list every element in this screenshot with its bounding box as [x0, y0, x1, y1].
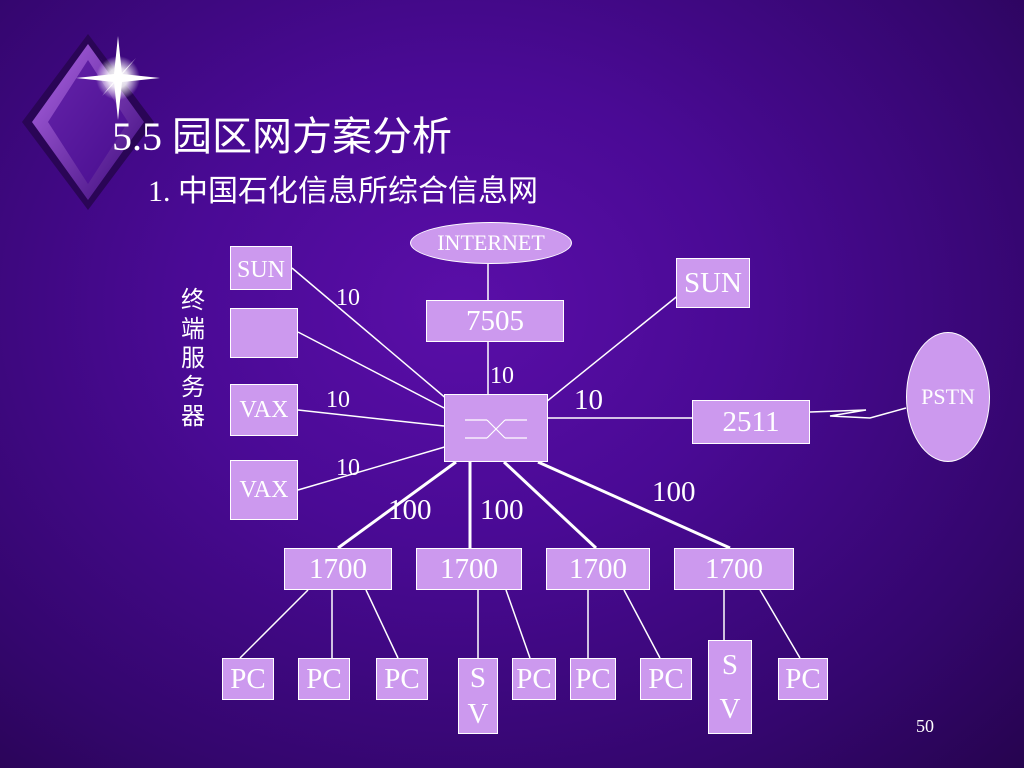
link-speed-label: 10 — [326, 387, 350, 413]
terminal-server-box — [230, 308, 298, 358]
link-speed-label: 10 — [574, 384, 603, 416]
link-speed-label: 10 — [490, 363, 514, 389]
link-speed-label: 10 — [336, 285, 360, 311]
terminal-server-label: 终 端 服 务 器 — [178, 286, 208, 431]
internet-cloud: INTERNET — [410, 222, 572, 264]
pc: PC — [222, 658, 274, 700]
pstn-cloud: PSTN — [906, 332, 990, 462]
link-speed-label: 100 — [652, 476, 696, 508]
page-number: 50 — [916, 716, 934, 736]
terminal-server-label-char: 服 — [181, 344, 205, 372]
router-1700: 1700 — [674, 548, 794, 590]
pc: PC — [298, 658, 350, 700]
sv-server: S V — [708, 640, 752, 734]
switch-icon — [465, 419, 527, 439]
terminal-server-label-char: 器 — [181, 402, 205, 430]
sun-server-right: SUN — [676, 258, 750, 308]
sun-server-left: SUN — [230, 246, 292, 290]
diamond-star-logo — [22, 34, 160, 210]
pc: PC — [570, 658, 616, 700]
vax-server-1: VAX — [230, 384, 298, 436]
sv-server-label-char: S — [469, 662, 487, 694]
router-1700: 1700 — [546, 548, 650, 590]
pc: PC — [640, 658, 692, 700]
router-1700: 1700 — [416, 548, 522, 590]
terminal-server-label-char: 终 — [181, 286, 205, 314]
link-speed-label: 100 — [480, 494, 524, 526]
pc: PC — [778, 658, 828, 700]
terminal-server-label-char: 务 — [181, 373, 205, 401]
sv-server-label-char: V — [467, 698, 489, 730]
router-1700: 1700 — [284, 548, 392, 590]
pc: PC — [376, 658, 428, 700]
router-2511: 2511 — [692, 400, 810, 444]
pc: PC — [512, 658, 556, 700]
sv-server-label-char: V — [719, 693, 741, 725]
slide-title: 5.5 园区网方案分析 — [112, 114, 452, 159]
router-7505: 7505 — [426, 300, 564, 342]
terminal-server-label-char: 端 — [181, 315, 205, 343]
link-speed-label: 100 — [388, 494, 432, 526]
slide-subtitle: 1. 中国石化信息所综合信息网 — [148, 175, 538, 208]
link-speed-label: 10 — [336, 455, 360, 481]
sv-server-label-char: S — [721, 649, 739, 681]
core-switch — [444, 394, 548, 462]
vax-server-2: VAX — [230, 460, 298, 520]
sv-server: S V — [458, 658, 498, 734]
